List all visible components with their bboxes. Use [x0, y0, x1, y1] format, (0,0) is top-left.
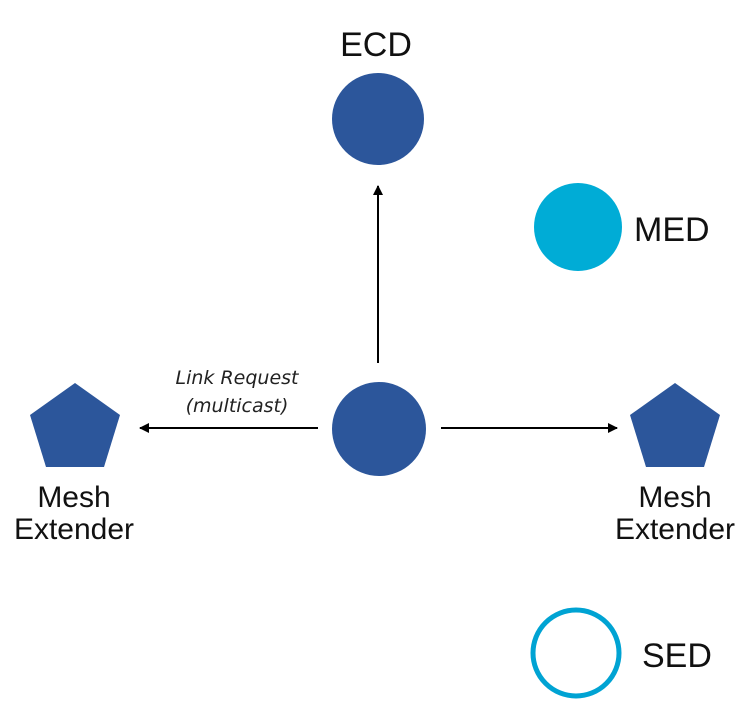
mesh-extender-right-node [630, 383, 720, 467]
sed-label: SED [642, 637, 712, 675]
center-node [332, 382, 426, 476]
mesh-extender-right-label-1: Mesh [638, 481, 711, 514]
link-request-label: Link Request [176, 367, 301, 389]
link-request-sublabel: (multicast) [186, 395, 289, 417]
mesh-extender-left-label-1: Mesh [37, 481, 110, 514]
ecd-node [332, 73, 424, 165]
mesh-extender-right-label-2: Extender [615, 513, 735, 546]
med-label: MED [634, 211, 710, 249]
mesh-extender-left-label-2: Extender [14, 513, 134, 546]
med-node [534, 183, 622, 271]
mesh-extender-left-node [30, 383, 120, 467]
ecd-label: ECD [340, 26, 412, 64]
sed-node [530, 607, 622, 699]
